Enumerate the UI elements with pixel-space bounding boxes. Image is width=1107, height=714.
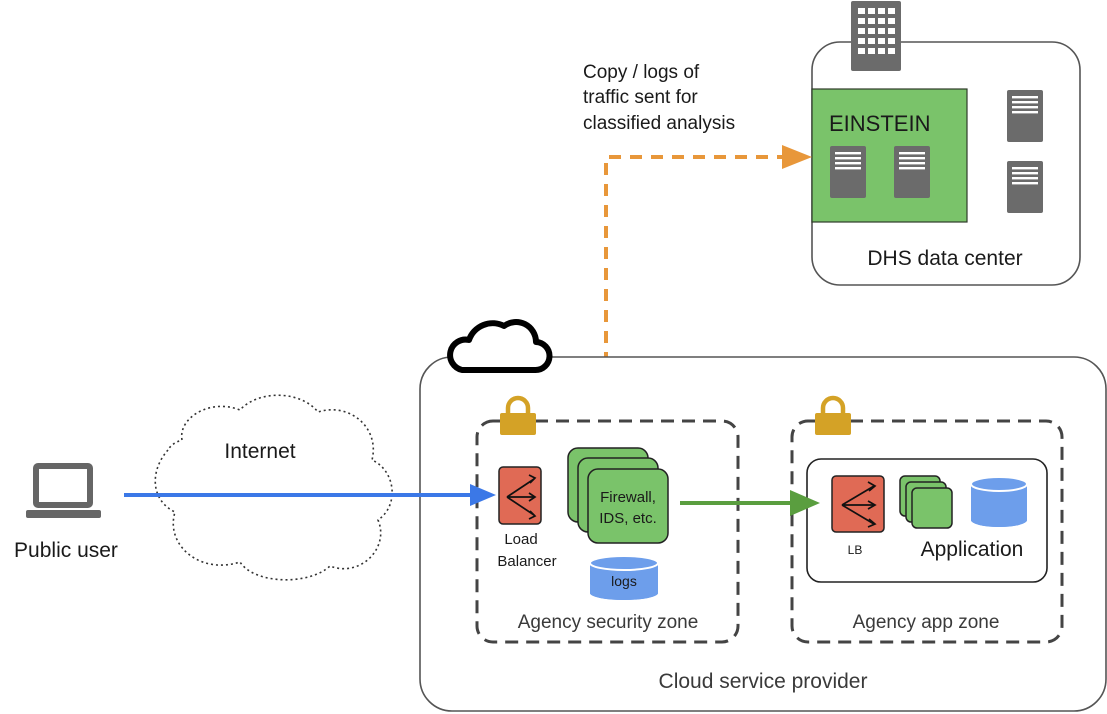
lb-icon: [831, 475, 885, 533]
firewall-label-line1: Firewall,: [600, 489, 656, 506]
laptop-icon: [26, 463, 101, 518]
lb-label: LB: [848, 543, 863, 557]
cloud-icon: [447, 319, 553, 373]
cloud-service-provider-box: [419, 356, 1107, 712]
logs-database-icon: [589, 555, 659, 600]
load-balancer-label-line2: Balancer: [497, 553, 556, 570]
application-label: Application: [921, 538, 1024, 561]
copy-logs-label-line1: Copy / logs of: [583, 62, 700, 83]
internet-label: Internet: [224, 440, 295, 463]
agency-app-zone-box: [790, 419, 1064, 644]
public-user-label: Public user: [14, 539, 118, 562]
copy-logs-arrowhead: [782, 145, 812, 169]
server-icon: [830, 146, 866, 198]
app-zone-arrowhead: [790, 490, 820, 516]
agency-app-zone-label: Agency app zone: [853, 612, 1000, 633]
agency-security-zone-box: [475, 419, 740, 644]
logs-label: logs: [611, 573, 637, 589]
building-icon: [851, 1, 901, 71]
cloud-service-provider-label: Cloud service provider: [659, 670, 868, 693]
firewall-stack: [567, 447, 669, 544]
copy-logs-label-line3: classified analysis: [583, 113, 735, 134]
agency-security-zone-label: Agency security zone: [518, 612, 699, 633]
server-icon: [894, 146, 930, 198]
application-stack: [899, 475, 953, 529]
einstein-label: EINSTEIN: [829, 111, 930, 136]
firewall-label-line2: IDS, etc.: [599, 510, 657, 527]
dhs-data-center-label: DHS data center: [867, 247, 1022, 270]
server-icon: [1007, 90, 1043, 142]
load-balancer-icon: [498, 466, 542, 525]
load-balancer-label-line1: Load: [504, 531, 537, 548]
internet-cloud: [154, 394, 393, 581]
copy-logs-label-line2: traffic sent for: [583, 87, 698, 108]
internet-arrowhead: [470, 484, 496, 506]
server-icon: [1007, 161, 1043, 213]
database-icon: [970, 476, 1028, 527]
